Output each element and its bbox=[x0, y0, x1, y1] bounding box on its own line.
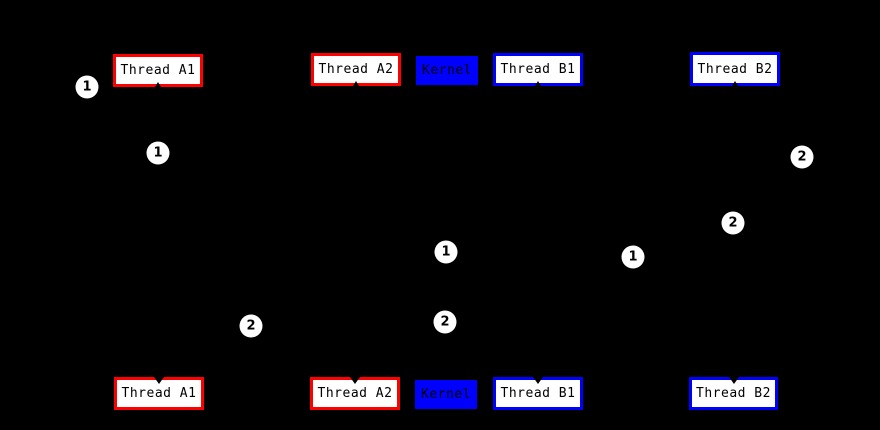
thread-box-bottom-thread-a2: Thread A2 bbox=[310, 377, 400, 410]
box-label: Thread A2 bbox=[318, 62, 394, 77]
step-badge-1: 1 bbox=[621, 245, 645, 269]
box-label: Thread A1 bbox=[121, 386, 197, 401]
step-badge-1: 1 bbox=[146, 141, 170, 165]
arrowhead-notch bbox=[535, 81, 541, 86]
thread-box-top-thread-b1: Thread B1 bbox=[493, 53, 583, 86]
thread-box-bottom-thread-b1: Thread B1 bbox=[493, 377, 583, 410]
step-badge-2: 2 bbox=[239, 314, 263, 338]
box-label: Thread B1 bbox=[500, 386, 576, 401]
step-badge-2: 2 bbox=[790, 145, 814, 169]
box-label: Thread B1 bbox=[500, 62, 576, 77]
box-label: Kernel bbox=[421, 387, 471, 402]
box-label: Thread B2 bbox=[697, 61, 773, 77]
thread-box-top-thread-a1: Thread A1 bbox=[113, 54, 203, 87]
arrowhead-notch bbox=[155, 82, 161, 87]
arrowhead-notch bbox=[732, 81, 738, 86]
kernel-box-top-kernel: Kernel bbox=[416, 56, 478, 85]
step-badge-1: 1 bbox=[75, 75, 99, 99]
arrowhead-notch bbox=[533, 377, 543, 384]
arrowhead-notch bbox=[350, 377, 360, 384]
step-badge-1: 1 bbox=[434, 240, 458, 264]
box-label: Thread B2 bbox=[696, 386, 771, 401]
thread-box-bottom-thread-b2: Thread B2 bbox=[689, 377, 778, 410]
thread-box-top-thread-a2: Thread A2 bbox=[311, 53, 401, 86]
box-label: Kernel bbox=[422, 63, 472, 78]
thread-box-top-thread-b2: Thread B2 bbox=[690, 52, 780, 86]
step-badge-2: 2 bbox=[721, 211, 745, 235]
thread-box-bottom-thread-a1: Thread A1 bbox=[114, 377, 204, 410]
arrowhead-notch bbox=[154, 377, 164, 384]
step-badge-2: 2 bbox=[433, 310, 457, 334]
arrowhead-notch bbox=[728, 377, 739, 384]
box-label: Thread A2 bbox=[317, 386, 393, 401]
arrowhead-notch bbox=[353, 81, 359, 86]
kernel-box-bottom-kernel: Kernel bbox=[415, 380, 477, 409]
box-label: Thread A1 bbox=[120, 63, 196, 78]
